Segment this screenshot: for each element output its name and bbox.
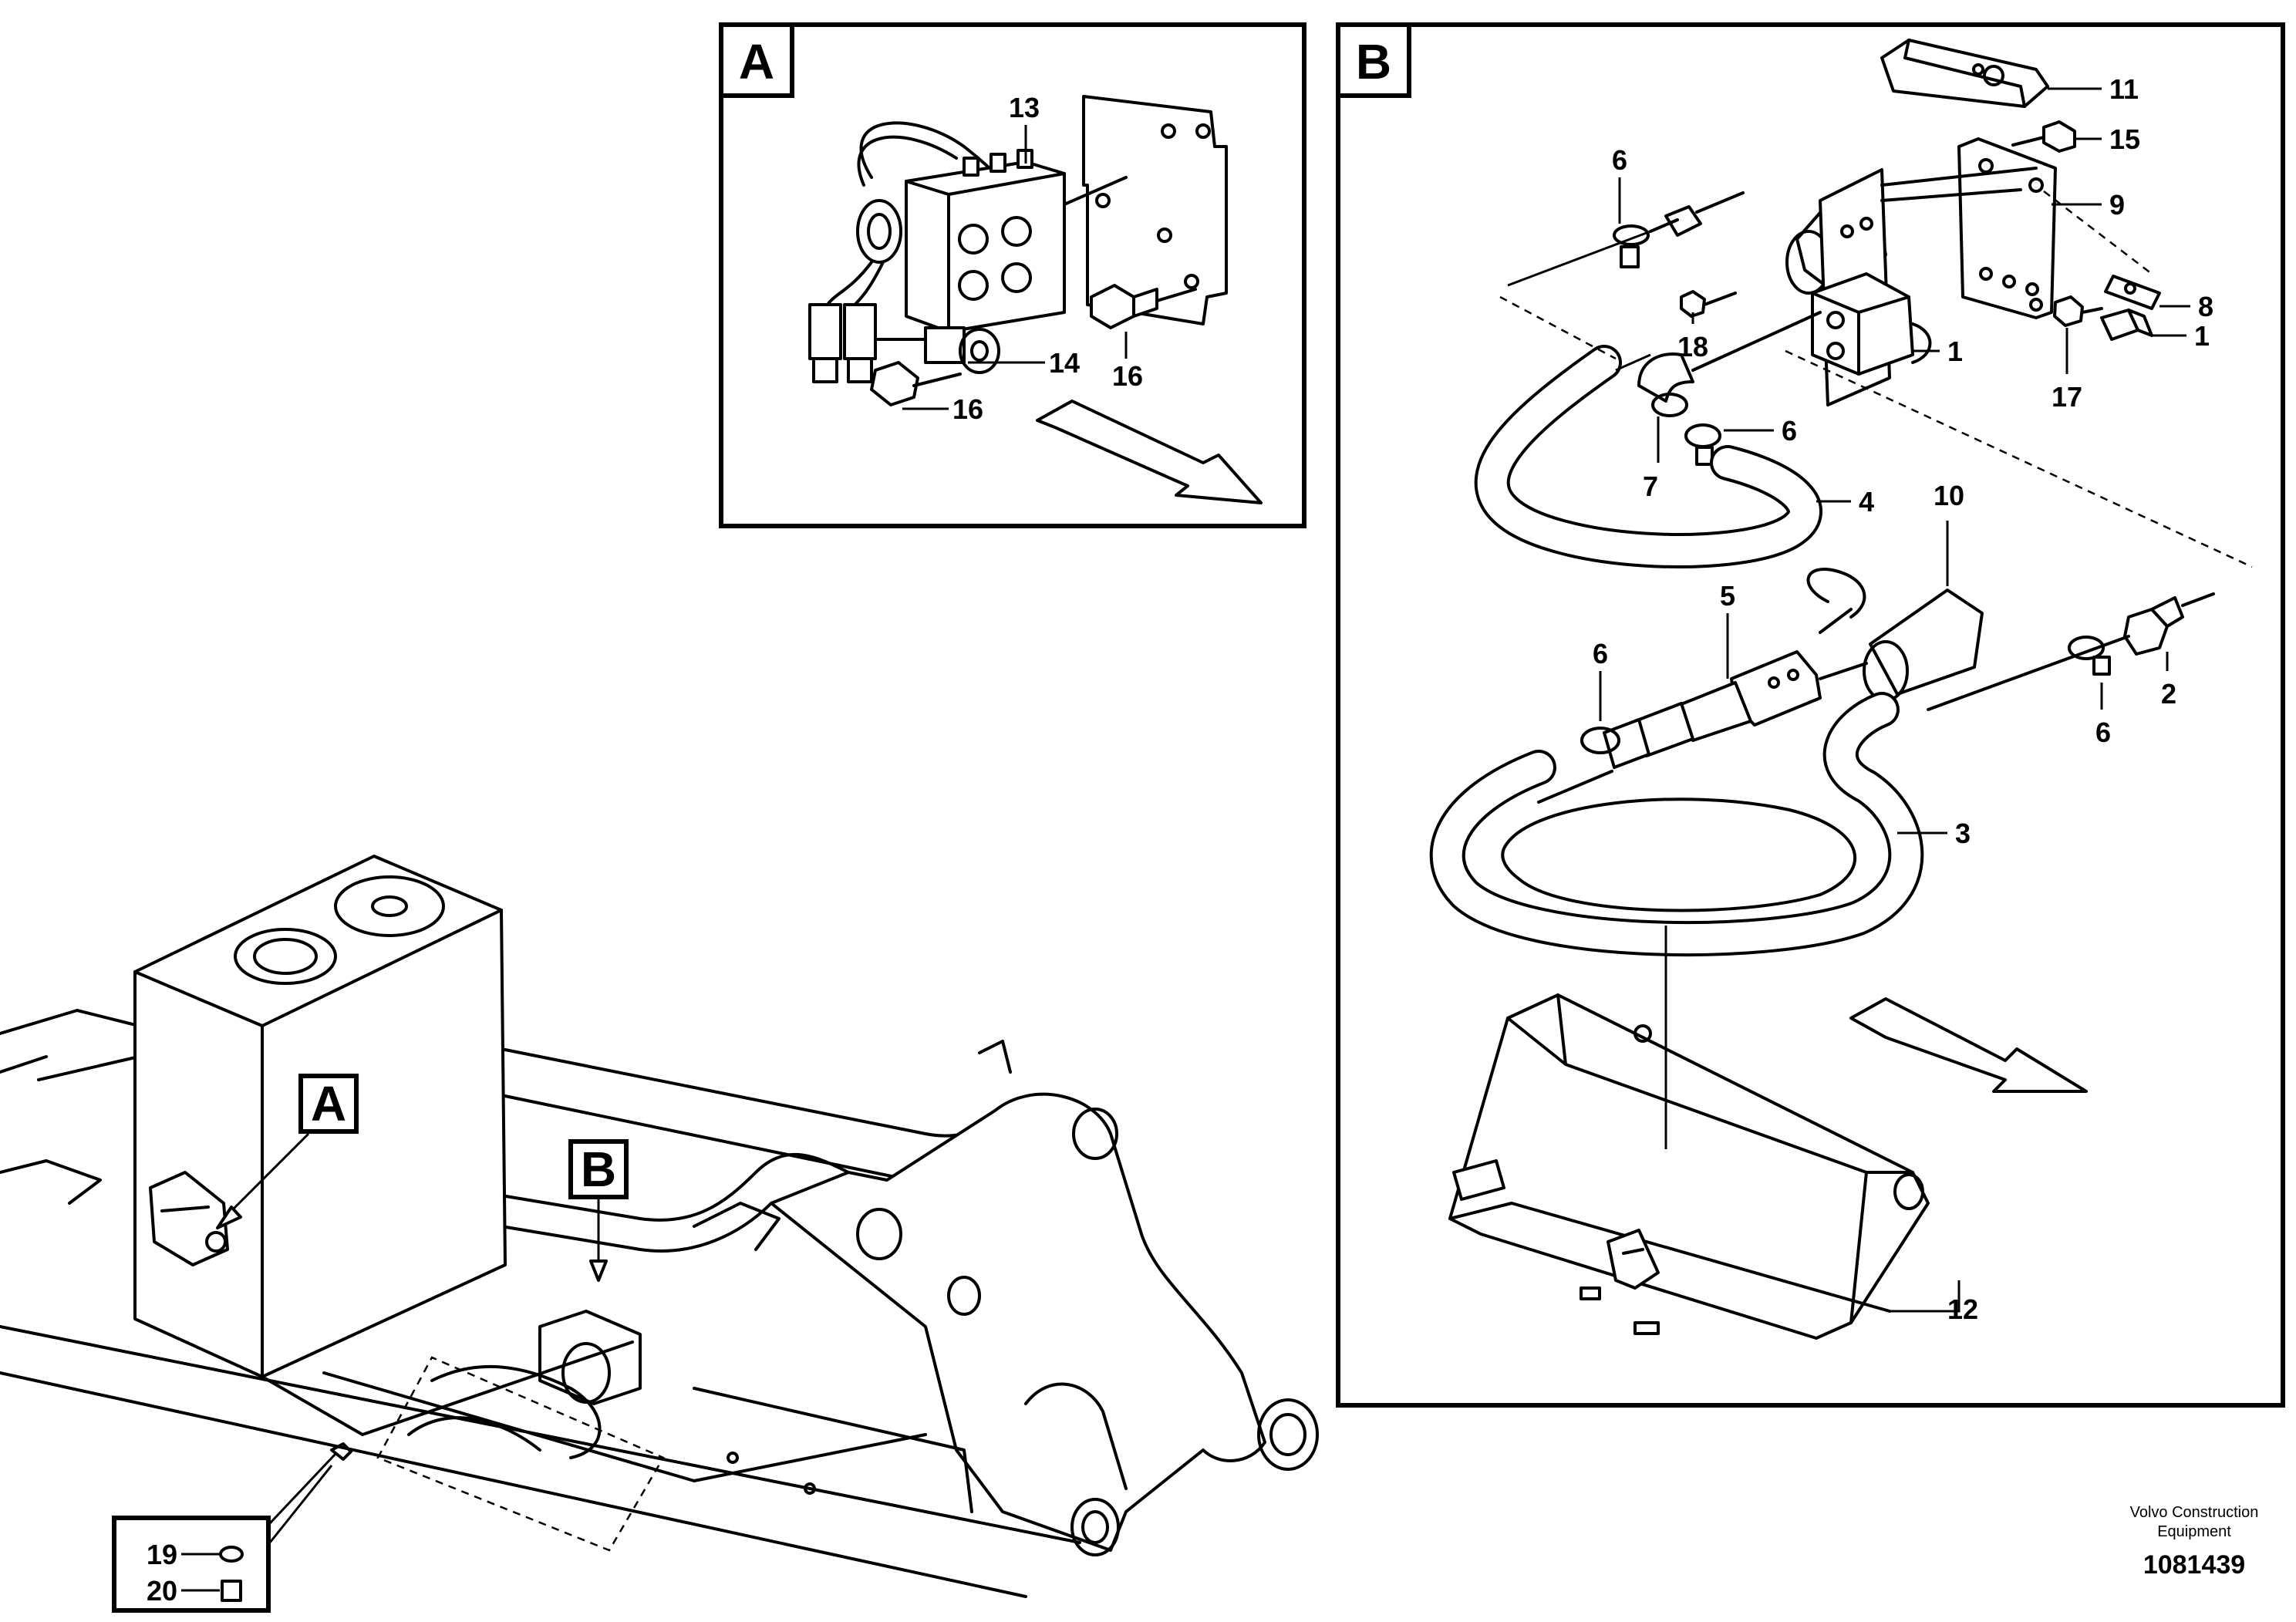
overview-marker-a: A — [216, 1074, 359, 1229]
callout-20: 20 — [147, 1575, 177, 1607]
machine-overview: A B 19 20 — [0, 855, 1319, 1613]
bracket-plate — [1063, 95, 1228, 325]
plug-connectors — [808, 303, 935, 383]
bolt-part-18 — [1680, 290, 1737, 318]
callout-6-mid: 6 — [1782, 415, 1797, 447]
overview-marker-b: B — [568, 1139, 629, 1282]
bolt-part-17 — [2053, 295, 2103, 327]
valve-part-10 — [1806, 568, 1984, 702]
view-b-letter: B — [1356, 34, 1391, 89]
direction-arrow-b — [1849, 997, 2088, 1093]
callout-6-right: 6 — [2095, 717, 2111, 748]
callout-5: 5 — [1720, 580, 1735, 612]
callout-19: 19 — [147, 1539, 177, 1570]
hydraulic-tank — [133, 855, 634, 1436]
clip-part-8 — [2104, 275, 2161, 310]
callout-4: 4 — [1859, 486, 1874, 518]
callout-16-a-right: 16 — [1112, 360, 1143, 392]
callout-17: 17 — [2052, 381, 2082, 413]
callout-8: 8 — [2198, 291, 2213, 322]
callout-11: 11 — [2109, 73, 2139, 105]
company-name-line2: Equipment — [2157, 1523, 2231, 1540]
footer-block: Volvo Construction Equipment 1081439 — [2130, 1504, 2259, 1580]
callout-7: 7 — [1643, 470, 1658, 502]
cover-part-11 — [1880, 39, 2049, 108]
callout-6-top: 6 — [1612, 144, 1627, 176]
overview-tray-assembly — [376, 1310, 665, 1552]
plug-part-1 — [2100, 309, 2153, 341]
bolt-part-16-lower — [870, 361, 962, 406]
callout-1-plug: 1 — [2194, 320, 2210, 352]
boom-mount — [770, 1092, 1319, 1556]
callout-2: 2 — [2161, 678, 2176, 710]
callout-12: 12 — [1947, 1293, 1978, 1325]
hose-part-4 — [1474, 345, 1822, 568]
callout-9: 9 — [2109, 189, 2125, 221]
elbow-part-7 — [1637, 311, 1822, 466]
clamp-part-6-lower — [1537, 727, 1620, 804]
bolt-part-15 — [2011, 120, 2076, 153]
direction-arrow-a — [1036, 400, 1263, 504]
callout-10: 10 — [1934, 480, 1964, 511]
callout-16-a-lower: 16 — [952, 393, 983, 425]
bracket-plate-9 — [1957, 137, 2057, 319]
callout-13-a: 13 — [1009, 92, 1040, 123]
svg-text:A: A — [311, 1076, 346, 1131]
fitting-part-2 — [1927, 592, 2215, 711]
svg-text:B: B — [581, 1141, 616, 1197]
callout-1-valve: 1 — [1947, 336, 1963, 367]
callout-3: 3 — [1955, 818, 1971, 849]
callout-6-left: 6 — [1593, 638, 1608, 669]
callout-14-a: 14 — [1049, 347, 1080, 379]
drawing-number: 1081439 — [2143, 1550, 2245, 1580]
detail-view-a: A — [719, 22, 1306, 528]
solenoid-valve-part-1 — [1785, 167, 2038, 406]
view-a-letter: A — [739, 34, 774, 89]
company-name-line1: Volvo Construction — [2130, 1504, 2259, 1521]
control-box — [905, 149, 1066, 333]
deck-plate — [322, 1371, 973, 1513]
callout-18: 18 — [1677, 331, 1708, 363]
fitting-part-6-top — [1613, 191, 1745, 268]
callout-15: 15 — [2109, 123, 2140, 155]
bolt-callout-group: 19 20 — [112, 1442, 352, 1613]
bolt-part-16-right — [1090, 284, 1197, 329]
detail-view-b: B — [1336, 22, 2285, 1408]
tray-part-12 — [1448, 993, 1930, 1340]
relay-part-14 — [924, 326, 1000, 374]
overview-control-box — [149, 1171, 229, 1266]
hose-part-3 — [1429, 692, 1924, 956]
cable-harness — [824, 121, 1008, 310]
